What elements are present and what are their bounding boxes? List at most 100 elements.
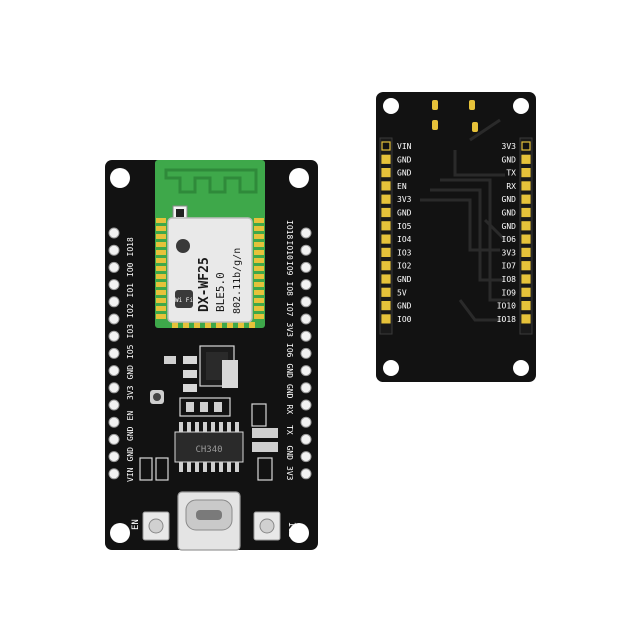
- back-traces: [420, 118, 510, 322]
- module-pad: [205, 322, 211, 328]
- front-left-pin-label: EN: [126, 411, 135, 421]
- module-pad: [216, 322, 222, 328]
- chip-pin: [179, 422, 183, 432]
- wifi-badge-text: Wi Fi: [175, 297, 193, 304]
- chip-pin: [219, 422, 223, 432]
- module-pad: [254, 282, 264, 287]
- back-left-pin-label: IO5: [397, 222, 412, 231]
- front-right-pin-label: IO10: [285, 241, 294, 260]
- back-left-pin-label: IO4: [397, 235, 412, 244]
- back-pin-pad: [381, 234, 391, 244]
- module-pad: [156, 226, 166, 231]
- back-left-pin-label: GND: [397, 302, 412, 311]
- front-left-pin-label: IO1: [126, 283, 135, 298]
- back-pin-pad: [381, 181, 391, 191]
- chip-pin: [211, 422, 215, 432]
- pin-hole: [108, 227, 120, 239]
- chip-pin: [235, 422, 239, 432]
- pin-hole: [108, 244, 120, 256]
- back-right-pin-label: IO8: [502, 275, 517, 284]
- back-pin-pad: [521, 221, 531, 231]
- pin-hole: [108, 279, 120, 291]
- pin-hole: [300, 279, 312, 291]
- module-pad: [172, 322, 178, 328]
- module-pad: [254, 242, 264, 247]
- front-right-pin-label: IO7: [285, 302, 294, 317]
- pin-hole: [108, 399, 120, 411]
- front-right-pin-label: IO6: [285, 343, 294, 358]
- module-pad: [156, 298, 166, 303]
- module-pad: [254, 234, 264, 239]
- front-right-pin-label: 3V3: [285, 323, 294, 338]
- module-pad: [156, 290, 166, 295]
- module-pad: [156, 306, 166, 311]
- wifi-badge-icon: Wi Fi: [175, 239, 193, 308]
- back-pin-pad: [521, 301, 531, 311]
- module-pad: [254, 306, 264, 311]
- front-left-pin-label: VIN: [126, 467, 135, 482]
- back-pin-pad: [521, 207, 531, 218]
- back-left-pin-label: GND: [397, 275, 412, 284]
- back-pin-pad: [521, 168, 531, 178]
- pin-hole: [108, 261, 120, 273]
- pin-hole: [300, 330, 312, 342]
- chip-pin: [179, 462, 183, 472]
- chip-pin: [195, 422, 199, 432]
- chip-pin: [219, 462, 223, 472]
- usb-serial-chip: CH340: [174, 422, 244, 472]
- back-pin-pad: [381, 141, 391, 151]
- back-pin-pad: [381, 301, 391, 311]
- pin-hole: [300, 382, 312, 394]
- front-right-pin-holes: [300, 227, 312, 480]
- front-left-pin-holes: [108, 227, 120, 480]
- smd-components: [139, 356, 278, 481]
- mount-hole-bl: [110, 523, 130, 543]
- back-left-pin-label: IO0: [397, 315, 412, 324]
- pin-hole: [108, 433, 120, 445]
- en-button[interactable]: [142, 511, 170, 541]
- back-right-pin-label: GND: [502, 222, 517, 231]
- front-right-pin-label: GND: [285, 384, 294, 399]
- module-pad: [254, 226, 264, 231]
- module-pad: [254, 314, 264, 319]
- module-pad: [156, 242, 166, 247]
- chip-pin: [195, 462, 199, 472]
- mount-hole-tr: [289, 168, 309, 188]
- pin-hole: [300, 365, 312, 377]
- front-left-pin-label: IO2: [126, 303, 135, 318]
- back-pin-pad: [521, 314, 531, 324]
- back-left-pin-label: IO2: [397, 262, 412, 271]
- back-vias: [432, 100, 478, 132]
- back-pin-pad: [381, 261, 391, 271]
- front-left-pin-label: 3V3: [126, 385, 135, 400]
- en-button-label: EN: [131, 519, 141, 530]
- chip-pin: [203, 422, 207, 432]
- back-left-pin-label: GND: [397, 155, 412, 164]
- module-pad: [183, 322, 189, 328]
- chip-pin: [235, 462, 239, 472]
- back-left-pin-label: GND: [397, 169, 412, 178]
- module-pad: [254, 274, 264, 279]
- back-mount-hole-tr: [513, 98, 529, 114]
- chip-pin: [211, 462, 215, 472]
- front-left-pin-label: IO0: [126, 262, 135, 277]
- module-pad: [156, 266, 166, 271]
- back-pin-pad: [381, 314, 391, 324]
- front-right-pin-label: 3V3: [285, 466, 294, 481]
- pin-hole: [300, 261, 312, 273]
- module-pad: [156, 314, 166, 319]
- module-pad: [156, 234, 166, 239]
- front-left-pin-label: GND: [126, 365, 135, 380]
- back-mount-hole-bl: [383, 360, 399, 376]
- io9-button[interactable]: [253, 511, 281, 541]
- pin-hole: [108, 468, 120, 480]
- back-pin-pad: [521, 194, 531, 204]
- back-pin-pad: [521, 141, 531, 151]
- pin-hole: [300, 347, 312, 359]
- front-right-pin-label: TX: [285, 425, 294, 435]
- pin-hole: [108, 451, 120, 463]
- pin-hole: [300, 399, 312, 411]
- usb-c-port[interactable]: [177, 491, 241, 551]
